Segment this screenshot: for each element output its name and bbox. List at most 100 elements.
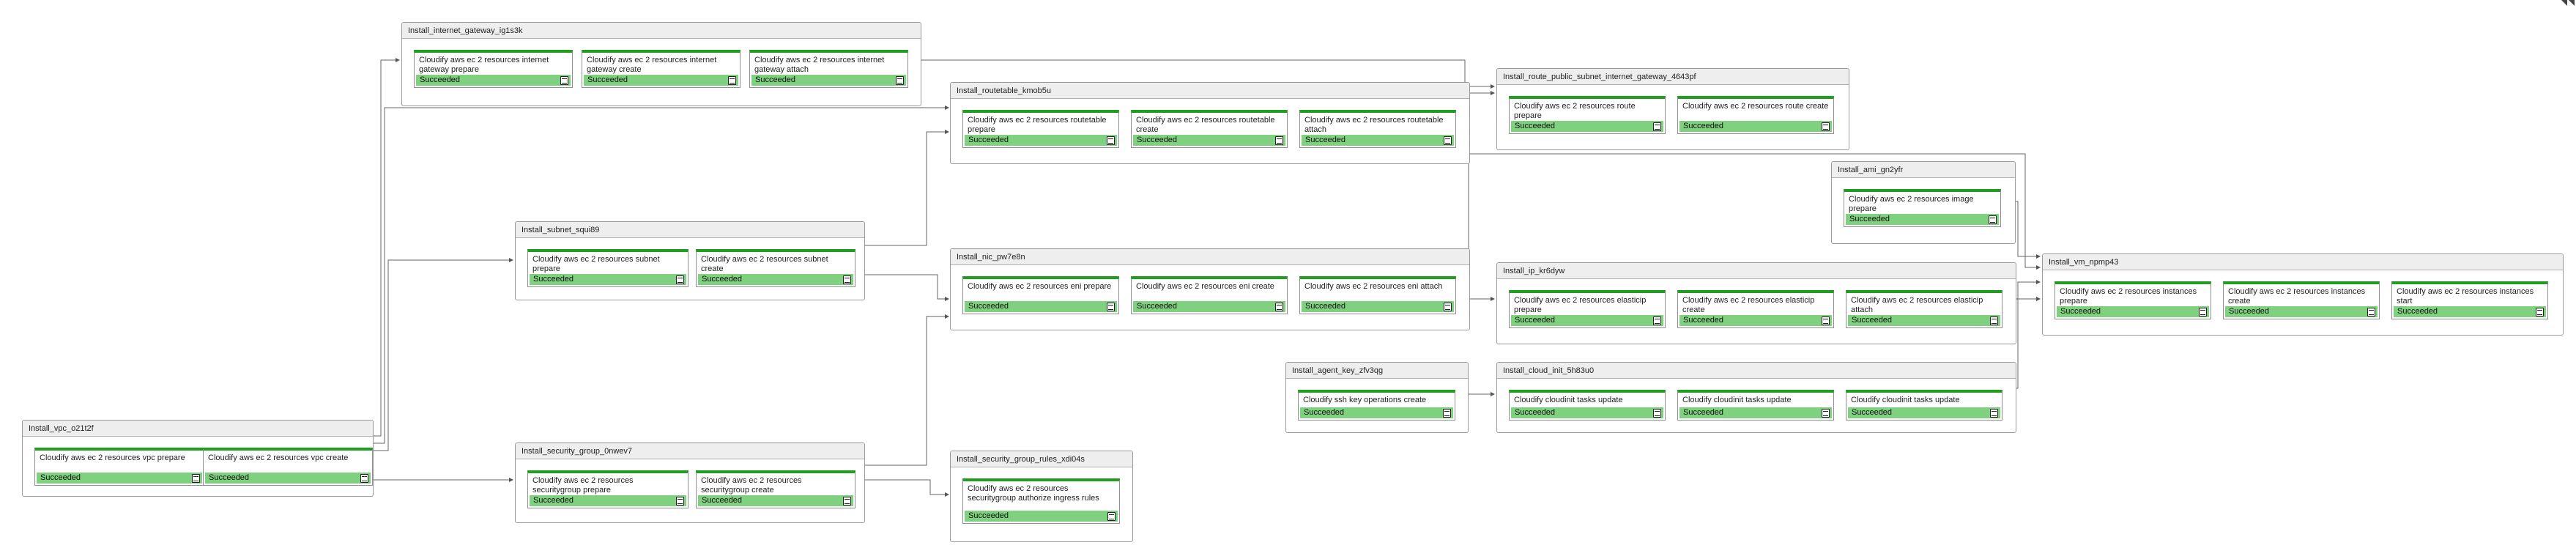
task-key-create[interactable]: Cloudify ssh key operations create Succe… [1298, 390, 1455, 421]
task-ip-prepare[interactable]: Cloudify aws ec 2 resources elasticip pr… [1509, 290, 1666, 328]
task-init-update-2[interactable]: Cloudify cloudinit tasks update Succeede… [1677, 390, 1834, 421]
task-vm-create[interactable]: Cloudify aws ec 2 resources instances cr… [2223, 281, 2380, 319]
group-install-vm[interactable]: Install_vm_npmp43 Cloudify aws ec 2 reso… [2042, 253, 2564, 336]
status-badge: Succeeded [1679, 121, 1832, 132]
log-icon[interactable] [896, 76, 904, 85]
task-title: Cloudify aws ec 2 resources securitygrou… [532, 476, 634, 495]
log-icon[interactable] [1107, 512, 1116, 521]
group-install-ami[interactable]: Install_ami_gn2yfr Cloudify aws ec 2 res… [1831, 161, 2016, 244]
log-icon[interactable] [1990, 316, 1998, 325]
task-route-prepare[interactable]: Cloudify aws ec 2 resources route prepar… [1509, 96, 1666, 134]
log-icon[interactable] [1107, 303, 1115, 311]
log-icon[interactable] [1444, 136, 1452, 145]
task-init-update-3[interactable]: Cloudify cloudinit tasks update Succeede… [1846, 390, 2002, 421]
log-icon[interactable] [843, 275, 851, 284]
task-title: Cloudify aws ec 2 resources elasticip cr… [1682, 296, 1815, 314]
log-icon[interactable] [360, 474, 368, 483]
group-install-security-group-rules[interactable]: Install_security_group_rules_xdi04s Clou… [950, 451, 1133, 542]
task-init-update-1[interactable]: Cloudify cloudinit tasks update Succeede… [1509, 390, 1666, 421]
task-title: Cloudify aws ec 2 resources securitygrou… [968, 484, 1099, 503]
log-icon[interactable] [2199, 308, 2207, 316]
edge-rt-route [1468, 91, 1495, 108]
group-install-agent-key[interactable]: Install_agent_key_zfv3qg Cloudify ssh ke… [1285, 362, 1469, 433]
edge-vpc-igw [374, 58, 400, 437]
task-nic-prepare[interactable]: Cloudify aws ec 2 resources eni prepare … [962, 276, 1119, 314]
log-icon[interactable] [1653, 316, 1661, 325]
group-install-security-group[interactable]: Install_security_group_0nwev7 Cloudify a… [515, 443, 865, 523]
group-install-ip[interactable]: Install_ip_kr6dyw Cloudify aws ec 2 reso… [1496, 262, 2016, 344]
task-vpc-create[interactable]: Cloudify aws ec 2 resources vpc create S… [203, 448, 373, 486]
log-icon[interactable] [728, 76, 736, 85]
task-rt-create[interactable]: Cloudify aws ec 2 resources routetable c… [1131, 110, 1288, 148]
group-install-routetable[interactable]: Install_routetable_kmob5u Cloudify aws e… [950, 82, 1470, 164]
status-badge: Succeeded [205, 473, 371, 484]
group-install-vpc[interactable]: Install_vpc_o21t2f Cloudify aws ec 2 res… [22, 420, 374, 497]
log-icon[interactable] [1822, 409, 1830, 418]
group-install-nic[interactable]: Install_nic_pw7e8n Cloudify aws ec 2 res… [950, 248, 1470, 330]
log-icon[interactable] [676, 497, 684, 506]
task-title: Cloudify cloudinit tasks update [1514, 396, 1623, 404]
status-badge: Succeeded [1300, 407, 1453, 418]
task-igw-attach[interactable]: Cloudify aws ec 2 resources internet gat… [749, 50, 908, 88]
status-badge: Succeeded [965, 135, 1117, 146]
task-route-create[interactable]: Cloudify aws ec 2 resources route create… [1677, 96, 1834, 134]
task-nic-create[interactable]: Cloudify aws ec 2 resources eni create S… [1131, 276, 1288, 314]
task-rt-prepare[interactable]: Cloudify aws ec 2 resources routetable p… [962, 110, 1119, 148]
task-title: Cloudify aws ec 2 resources eni attach [1304, 282, 1443, 291]
group-title: Install_security_group_rules_xdi04s [951, 451, 1132, 467]
log-icon[interactable] [843, 497, 851, 506]
status-badge: Succeeded [1679, 407, 1832, 418]
task-vm-prepare[interactable]: Cloudify aws ec 2 resources instances pr… [2055, 281, 2211, 319]
log-icon[interactable] [1443, 409, 1451, 418]
task-sg-create[interactable]: Cloudify aws ec 2 resources securitygrou… [696, 470, 855, 508]
task-title: Cloudify aws ec 2 resources eni prepare [968, 282, 1112, 291]
task-vm-start[interactable]: Cloudify aws ec 2 resources instances st… [2391, 281, 2548, 319]
task-sgr-authorize[interactable]: Cloudify aws ec 2 resources securitygrou… [962, 478, 1120, 524]
task-sg-prepare[interactable]: Cloudify aws ec 2 resources securitygrou… [527, 470, 688, 508]
task-ami-prepare[interactable]: Cloudify aws ec 2 resources image prepar… [1844, 189, 2001, 227]
log-icon[interactable] [2536, 308, 2544, 316]
group-install-internet-gateway[interactable]: Install_internet_gateway_ig1s3k Cloudify… [401, 22, 921, 106]
edge-subnet-rt [864, 130, 949, 246]
log-icon[interactable] [1990, 409, 1998, 418]
log-icon[interactable] [1653, 409, 1661, 418]
status-badge: Succeeded [1302, 135, 1454, 146]
task-nic-attach[interactable]: Cloudify aws ec 2 resources eni attach S… [1299, 276, 1456, 314]
task-igw-create[interactable]: Cloudify aws ec 2 resources internet gat… [582, 50, 740, 88]
log-icon[interactable] [676, 275, 684, 284]
task-igw-prepare[interactable]: Cloudify aws ec 2 resources internet gat… [414, 50, 573, 88]
log-icon[interactable] [1653, 122, 1661, 131]
group-title: Install_vm_npmp43 [2043, 254, 2563, 270]
status-badge: Succeeded [1302, 301, 1454, 312]
group-install-subnet[interactable]: Install_subnet_squi89 Cloudify aws ec 2 … [515, 221, 865, 300]
task-title: Cloudify aws ec 2 resources subnet prepa… [532, 255, 660, 273]
log-icon[interactable] [1107, 136, 1115, 145]
group-title: Install_ami_gn2yfr [1832, 162, 2015, 178]
log-icon[interactable] [192, 474, 200, 483]
log-icon[interactable] [2367, 308, 2375, 316]
group-install-cloud-init[interactable]: Install_cloud_init_5h83u0 Cloudify cloud… [1496, 362, 2016, 433]
group-title: Install_internet_gateway_ig1s3k [402, 23, 921, 39]
task-ip-attach[interactable]: Cloudify aws ec 2 resources elasticip at… [1846, 290, 2002, 328]
log-icon[interactable] [1989, 215, 1997, 224]
task-vpc-prepare[interactable]: Cloudify aws ec 2 resources vpc prepare … [34, 448, 204, 486]
task-subnet-prepare[interactable]: Cloudify aws ec 2 resources subnet prepa… [527, 249, 688, 287]
task-title: Cloudify ssh key operations create [1303, 396, 1427, 404]
log-icon[interactable] [1822, 316, 1830, 325]
group-title: Install_agent_key_zfv3qg [1286, 363, 1468, 379]
log-icon[interactable] [560, 76, 568, 85]
log-icon[interactable] [1275, 136, 1283, 145]
log-icon[interactable] [1822, 122, 1830, 131]
status-badge: Succeeded [1133, 301, 1285, 312]
group-install-route-public-subnet[interactable]: Install_route_public_subnet_internet_gat… [1496, 68, 1849, 150]
task-ip-create[interactable]: Cloudify aws ec 2 resources elasticip cr… [1677, 290, 1834, 328]
log-icon[interactable] [1444, 303, 1452, 311]
log-icon[interactable] [1275, 303, 1283, 311]
task-rt-attach[interactable]: Cloudify aws ec 2 resources routetable a… [1299, 110, 1456, 148]
status-badge: Succeeded [530, 274, 686, 285]
task-title: Cloudify aws ec 2 resources instances pr… [2060, 287, 2197, 306]
task-subnet-create[interactable]: Cloudify aws ec 2 resources subnet creat… [696, 249, 855, 287]
expand-icon[interactable] [2558, 0, 2576, 9]
status-badge: Succeeded [2394, 306, 2546, 317]
group-title: Install_subnet_squi89 [516, 222, 864, 238]
